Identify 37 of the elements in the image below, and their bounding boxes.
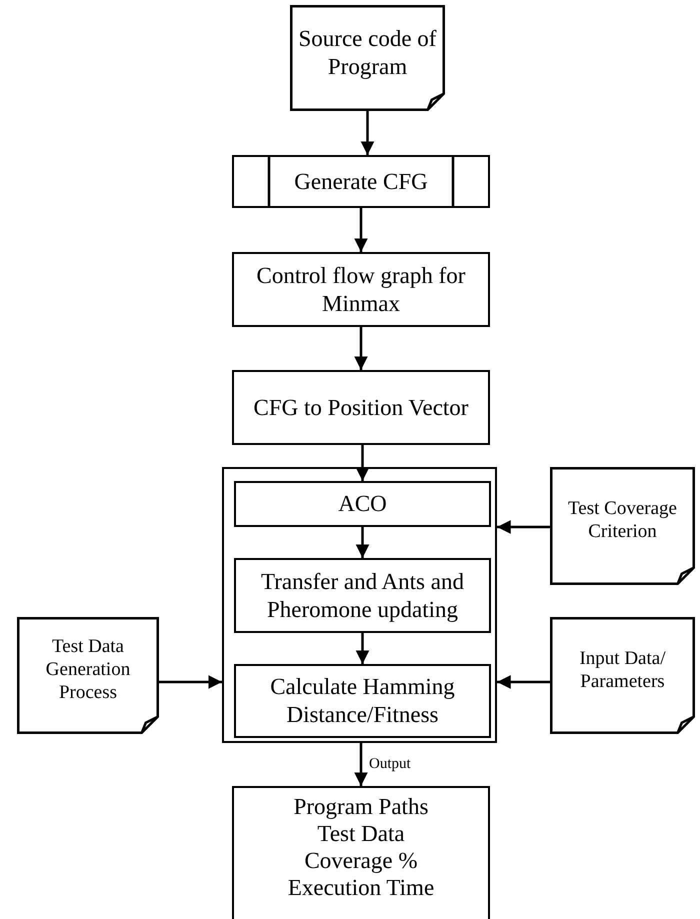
process-box — [232, 786, 490, 919]
process-box — [234, 558, 491, 633]
document-shape — [17, 617, 159, 734]
node-text: Calculate Hamming Distance/Fitness — [269, 673, 456, 729]
node-text: Coverage % — [303, 848, 419, 875]
document-shape — [290, 5, 445, 111]
node-text: Program Paths — [292, 794, 430, 821]
arrow — [356, 527, 370, 558]
arrow — [497, 675, 550, 689]
predefined-process-box — [232, 155, 490, 208]
arrow — [356, 445, 370, 481]
arrow — [356, 633, 370, 664]
arrow — [497, 520, 550, 534]
edge-label: Output — [369, 756, 411, 773]
node-text: Control flow graph for Minmax — [256, 262, 466, 318]
node-text: Test Data Generation Process — [44, 636, 132, 705]
node-text: Generate CFG — [293, 168, 429, 196]
document-shape — [550, 617, 695, 734]
process-box — [232, 252, 490, 327]
arrow — [354, 743, 368, 786]
node-text: CFG to Position Vector — [252, 394, 470, 422]
node-text: ACO — [337, 490, 388, 518]
node-text: Test Data — [316, 820, 406, 848]
arrow — [354, 327, 368, 370]
document-shape — [550, 467, 695, 585]
process-box — [234, 481, 491, 527]
arrow — [159, 675, 222, 689]
process-box — [232, 370, 490, 445]
node-text: Source code of Program — [298, 25, 438, 81]
node-text: Transfer and Ants and Pheromone updating — [260, 568, 465, 624]
arrow — [354, 208, 368, 252]
process-box — [234, 664, 491, 738]
arrow — [360, 111, 374, 155]
node-text: Test Coverage Criterion — [567, 498, 678, 544]
group-frame — [222, 467, 497, 743]
node-text: Input Data/ Parameters — [578, 648, 666, 694]
node-text: Execution Time — [286, 874, 436, 902]
